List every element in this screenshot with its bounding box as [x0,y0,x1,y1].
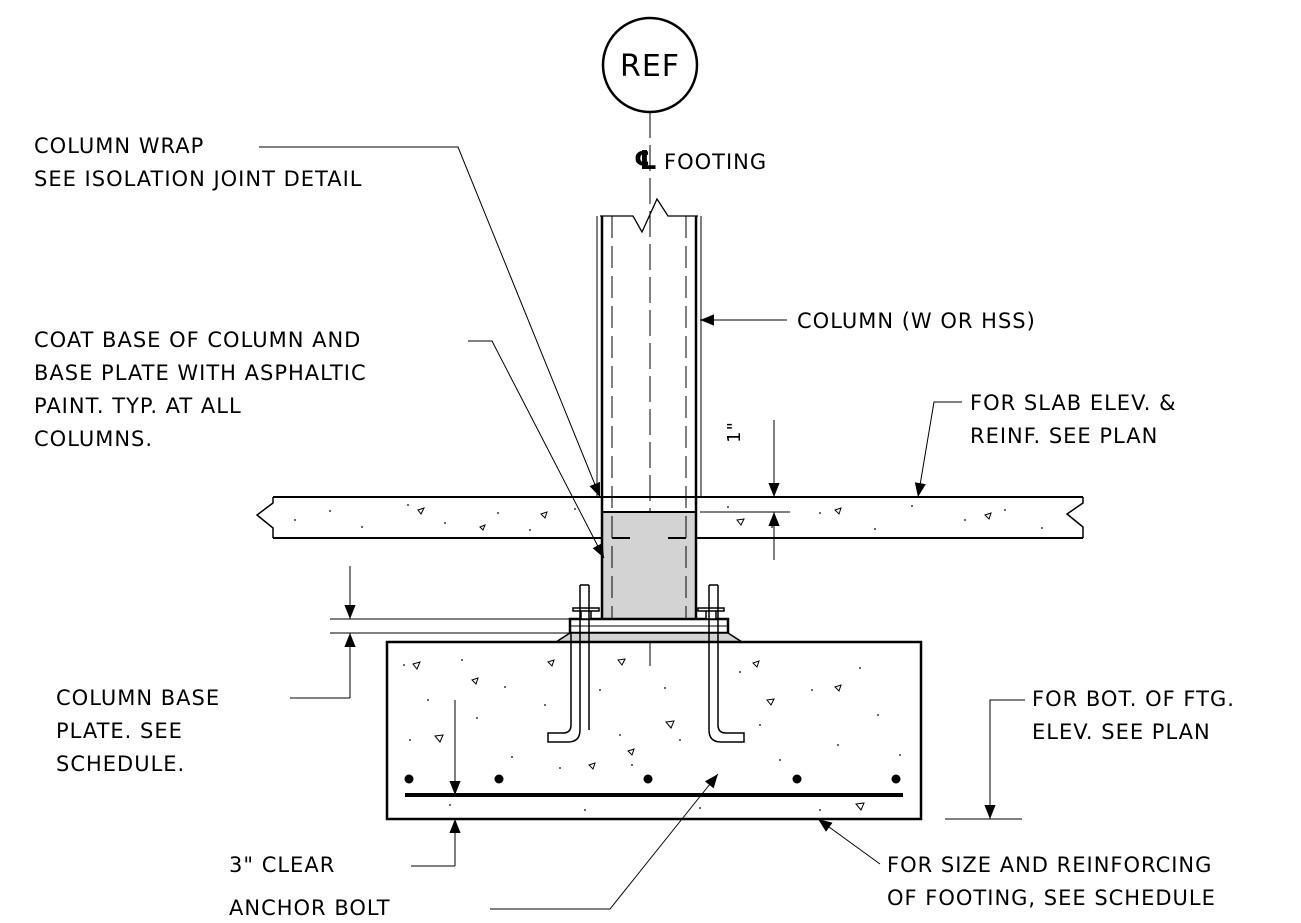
slab-break-right [1065,497,1084,538]
svg-text:COAT BASE OF COLUMN AND: COAT BASE OF COLUMN AND [34,328,361,352]
coat-base-leader [468,340,605,559]
svg-text:COLUMN (W OR HSS): COLUMN (W OR HSS) [797,309,1036,333]
svg-text:SCHEDULE.: SCHEDULE. [56,752,185,776]
note-clear: 3" CLEAR [229,853,335,877]
svg-text:REINF. SEE PLAN: REINF. SEE PLAN [970,424,1158,448]
svg-text:ELEV. SEE PLAN: ELEV. SEE PLAN [1032,720,1211,744]
ref-bubble: REF [601,16,699,114]
svg-text:FOR SLAB ELEV. &: FOR SLAB ELEV. & [970,391,1176,415]
anchor-bolt-left [547,584,600,743]
centerline-label: ℄ FOOTING [634,146,767,176]
svg-text:BASE PLATE WITH ASPHALTIC: BASE PLATE WITH ASPHALTIC [34,361,367,385]
svg-text:PAINT. TYP. AT ALL: PAINT. TYP. AT ALL [34,394,242,418]
base-plate [553,617,745,643]
note-anchor-bolt: ANCHOR BOLT [229,896,391,920]
footing-aggregate-speckle [403,659,901,811]
centerline-text: FOOTING [664,150,767,174]
svg-text:FOR SIZE AND REINFORCING: FOR SIZE AND REINFORCING [887,853,1212,877]
note-footing-elev: FOR BOT. OF FTG. ELEV. SEE PLAN [1032,687,1235,744]
slab-thickness-dim [700,420,790,560]
footing-size-leader [817,818,881,865]
column-break-line [600,197,698,234]
column [596,197,702,619]
ref-label: REF [620,49,680,84]
base-plate-thickness-dim [290,566,570,699]
anchor-bolt-right [697,584,745,743]
grout-bed [553,632,745,643]
slab-thickness-label: 1" [724,421,745,443]
leader-lines [259,146,962,910]
footing-bottom-elev-marker [945,699,1025,820]
note-slab-elev: FOR SLAB ELEV. & REINF. SEE PLAN [970,391,1176,448]
svg-text:ANCHOR BOLT: ANCHOR BOLT [229,896,391,920]
column-wrap-leader [259,146,601,498]
anchor-bolt-leader [490,773,719,910]
note-column-wrap: COLUMN WRAP SEE ISOLATION JOINT DETAIL [34,134,362,191]
slab-break-left [255,497,274,538]
note-column: COLUMN (W OR HSS) [797,309,1036,333]
note-base-plate: COLUMN BASE PLATE. SEE SCHEDULE. [56,686,220,776]
footing [385,640,923,821]
slab-aggregate-triangles [417,507,992,531]
svg-text:PLATE. SEE: PLATE. SEE [56,719,183,743]
note-coat-base: COAT BASE OF COLUMN AND BASE PLATE WITH … [34,328,367,451]
footing-aggregate-triangles [412,658,865,811]
clear-cover-dim [411,700,461,867]
svg-text:COLUMN BASE: COLUMN BASE [56,686,220,710]
slab-elev-leader [914,401,962,498]
centerline-symbol: ℄ [634,146,658,176]
rebar-dots [404,774,901,784]
svg-text:COLUMNS.: COLUMNS. [34,427,153,451]
svg-text:OF FOOTING, SEE SCHEDULE: OF FOOTING, SEE SCHEDULE [887,886,1216,910]
slab-aggregate-speckle [294,504,1043,531]
svg-text:FOR BOT. OF FTG.: FOR BOT. OF FTG. [1032,687,1235,711]
note-footing-size: FOR SIZE AND REINFORCING OF FOOTING, SEE… [887,853,1216,910]
svg-text:SEE ISOLATION JOINT DETAIL: SEE ISOLATION JOINT DETAIL [34,167,362,191]
svg-text:3" CLEAR: 3" CLEAR [229,853,335,877]
coated-column-base [602,512,696,619]
svg-text:COLUMN WRAP: COLUMN WRAP [34,134,204,158]
